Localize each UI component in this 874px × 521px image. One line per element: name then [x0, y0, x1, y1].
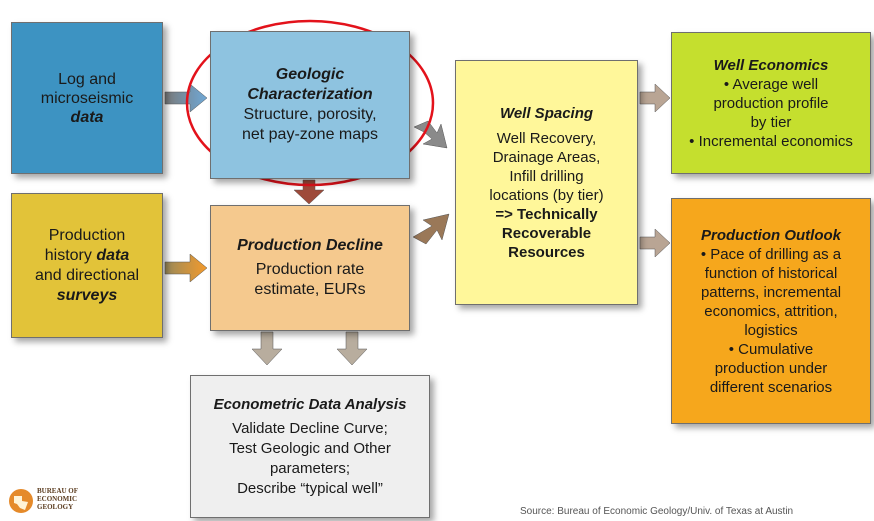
decline-body-line2: estimate, EURs	[254, 281, 366, 298]
arrow-decline-to-spacing	[412, 213, 450, 245]
log-data-line3: data	[70, 108, 104, 126]
logo-line2: ECONOMIC	[37, 495, 78, 503]
geologic-body-line2: net pay-zone maps	[241, 126, 379, 143]
outlook-body1: • Pace of drilling as a	[700, 245, 842, 263]
well-spacing-box: Well Spacing Well Recovery, Drainage Are…	[455, 60, 638, 305]
well-spacing-body2: Drainage Areas,	[492, 148, 601, 166]
well-spacing-bold1: => Technically	[495, 205, 598, 223]
econometric-analysis-box: Econometric Data Analysis Validate Decli…	[190, 375, 430, 518]
arrow-spacing-to-outlook	[639, 228, 671, 258]
outlook-body6: • Cumulative	[728, 340, 814, 358]
history-line2b: data	[96, 246, 130, 264]
beg-logo: BUREAU OF ECONOMIC GEOLOGY	[8, 486, 98, 516]
geologic-title-line2: Characterization	[247, 86, 373, 103]
econometric-body4: Describe “typical well”	[237, 479, 383, 497]
arrow-geologic-to-spacing	[413, 120, 448, 149]
well-spacing-body4: locations (by tier)	[489, 186, 604, 204]
well-economics-body1: • Average well	[723, 75, 819, 93]
texas-logo-icon	[9, 489, 33, 513]
well-spacing-title: Well Spacing	[499, 104, 594, 122]
source-credit: Source: Bureau of Economic Geology/Univ.…	[520, 506, 794, 517]
history-line2: history data	[45, 246, 129, 266]
well-spacing-bold2: Recoverable	[501, 224, 592, 242]
outlook-body5: logistics	[744, 321, 798, 339]
log-data-line1: Log and	[58, 70, 116, 88]
econometric-body1: Validate Decline Curve;	[232, 419, 388, 437]
history-line1: Production	[48, 226, 126, 244]
arrow-decline-to-econometric-left	[251, 331, 283, 366]
outlook-title: Production Outlook	[701, 226, 841, 244]
decline-title: Production Decline	[237, 237, 383, 254]
well-economics-title: Well Economics	[713, 56, 829, 74]
geologic-body-line1: Structure, porosity,	[243, 106, 377, 123]
production-decline-box: Production Decline Production rate estim…	[210, 205, 410, 331]
well-economics-body2: production profile	[713, 94, 829, 112]
decline-body-line1: Production rate	[255, 261, 365, 278]
outlook-body2: function of historical	[704, 264, 838, 282]
well-economics-box: Well Economics • Average well production…	[671, 32, 871, 174]
geologic-characterization-box: Geologic Characterization Structure, por…	[210, 31, 410, 179]
highlight-ellipse	[185, 19, 435, 187]
econometric-body3: parameters;	[269, 459, 351, 477]
arrow-history-to-decline	[164, 253, 208, 283]
well-economics-body4: • Incremental economics	[689, 132, 853, 150]
well-economics-body3: by tier	[750, 113, 792, 131]
outlook-body8: different scenarios	[709, 378, 833, 396]
history-line4: surveys	[56, 286, 118, 304]
production-outlook-box: Production Outlook • Pace of drilling as…	[671, 198, 871, 424]
well-spacing-bold3: Resources	[508, 243, 585, 261]
arrow-spacing-to-economics	[639, 83, 671, 113]
outlook-body7: production under	[714, 359, 828, 377]
production-history-box: Production history data and directional …	[11, 193, 163, 338]
logo-line1: BUREAU OF	[37, 487, 79, 495]
econometric-body2: Test Geologic and Other	[229, 439, 391, 457]
logo-line3: GEOLOGY	[37, 503, 74, 511]
history-line2a: history	[44, 246, 97, 264]
log-data-line2: microseismic	[40, 89, 134, 107]
outlook-body3: patterns, incremental	[700, 283, 842, 301]
outlook-body4: economics, attrition,	[704, 302, 838, 320]
history-line3: and directional	[34, 266, 140, 284]
arrow-geologic-to-decline	[293, 179, 325, 205]
econometric-title: Econometric Data Analysis	[213, 395, 407, 413]
arrow-decline-to-econometric-right	[336, 331, 368, 366]
log-data-box: Log and microseismic data	[11, 22, 163, 174]
well-spacing-body1: Well Recovery,	[496, 129, 597, 147]
geologic-title-line1: Geologic	[275, 66, 345, 83]
well-spacing-body3: Infill drilling	[509, 167, 584, 185]
